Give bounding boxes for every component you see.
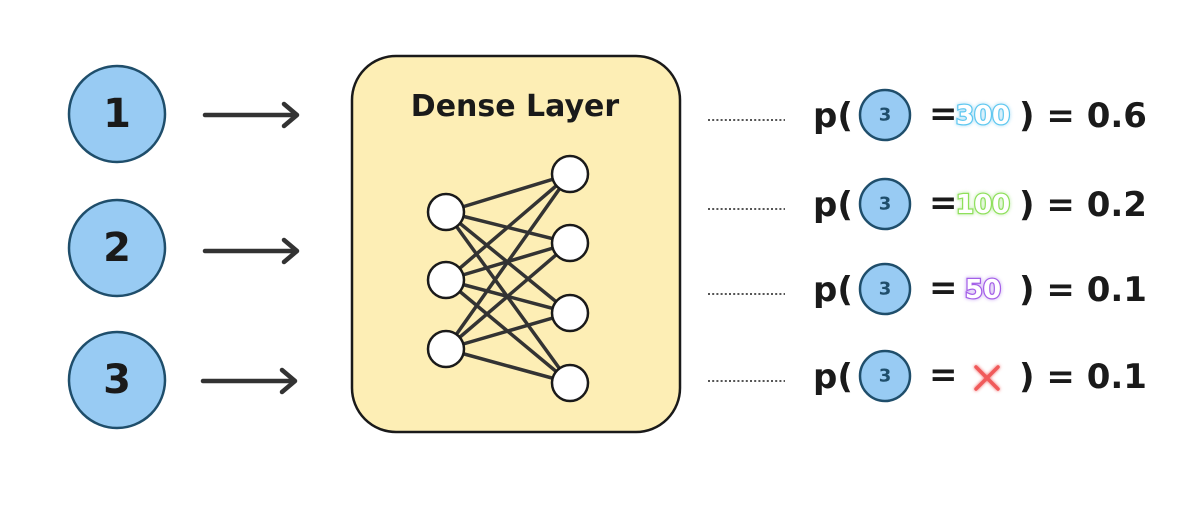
input-3: 3: [67, 330, 167, 430]
arrow-icon: [202, 237, 300, 265]
output-row: p( 3 =300 ) = 0.6: [708, 88, 1147, 142]
input-circle: [67, 64, 167, 164]
nn-node: [550, 363, 590, 403]
prob-prefix: p(: [813, 96, 853, 136]
input-2: 2: [67, 198, 167, 298]
equals-sign: =: [929, 268, 958, 308]
input-circle: [67, 198, 167, 298]
small-input-circle: [858, 88, 912, 142]
nn-node: [550, 293, 590, 333]
small-input-label: 3: [879, 105, 892, 126]
nn-node: [550, 154, 590, 194]
equals-sign: =: [929, 94, 958, 134]
nn-edge: [444, 172, 572, 351]
prob-prefix: p(: [813, 270, 853, 310]
reward-value: 300: [956, 101, 1010, 131]
input-label: 3: [103, 357, 131, 403]
arrow-icon: [200, 367, 298, 395]
output-row: p( 3 =100 ) = 0.2: [708, 177, 1147, 231]
input-1: 1: [67, 64, 167, 164]
prob-value: ) = 0.6: [1019, 96, 1147, 136]
input-label: 2: [103, 225, 131, 271]
nn-node: [426, 260, 466, 300]
prob-value: ) = 0.2: [1019, 185, 1147, 225]
reward-value: 50: [965, 275, 1001, 305]
nn-edge: [444, 172, 572, 282]
output-rows: p(3=300) = 0.6p(3=100) = 0.2p(3=50) = 0.…: [708, 88, 1147, 403]
x-icon: [974, 365, 1000, 391]
small-input-label: 3: [879, 194, 892, 215]
input-label: 1: [103, 91, 131, 137]
small-input-circle: [858, 262, 912, 316]
reward-value: 100: [956, 190, 1010, 220]
nn-node: [550, 223, 590, 263]
prob-prefix: p(: [813, 357, 853, 397]
output-row: p( 3 = ) = 0.1: [708, 349, 1147, 403]
nn-node: [426, 192, 466, 232]
output-row: p( 3 =50 ) = 0.1: [708, 262, 1147, 316]
small-input-circle: [858, 177, 912, 231]
nn-node: [426, 329, 466, 369]
input-circle: [67, 330, 167, 430]
prob-prefix: p(: [813, 185, 853, 225]
arrow-icon: [202, 101, 300, 129]
nn-edge: [444, 241, 572, 351]
nn-edge: [445, 311, 571, 351]
prob-value: ) = 0.1: [1019, 270, 1147, 310]
small-input-label: 3: [879, 366, 892, 387]
dense-layer-title: Dense Layer: [411, 89, 620, 124]
prob-value: ) = 0.1: [1019, 357, 1147, 397]
equals-sign: =: [929, 183, 958, 223]
neural-network-icon: [426, 154, 590, 403]
small-input-circle: [858, 349, 912, 403]
nn-edge: [445, 172, 571, 214]
equals-sign: =: [929, 355, 958, 395]
small-input-label: 3: [879, 279, 892, 300]
nn-edge: [445, 347, 571, 385]
dense-layer: Dense Layer: [350, 54, 682, 434]
